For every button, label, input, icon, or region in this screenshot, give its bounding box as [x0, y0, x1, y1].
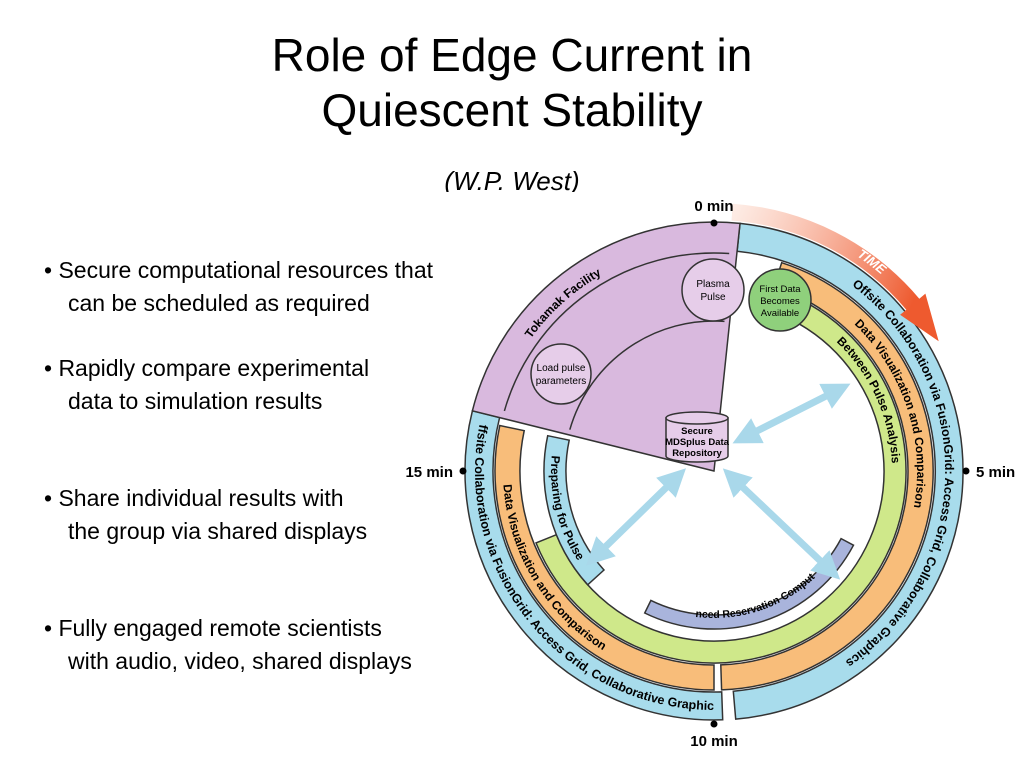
bullet-line: • Share individual results with [44, 485, 344, 511]
time-label-top: 0 min [694, 198, 733, 215]
ring-advanced [643, 537, 855, 630]
time-label-right: 5 min [976, 464, 1015, 481]
node-label: parameters [536, 376, 587, 387]
node-label: Load pulse [537, 363, 586, 374]
bullet-line: • Secure computational resources that [44, 257, 434, 283]
ring-preparing [543, 434, 606, 586]
repository-cylinder-body [665, 417, 729, 463]
node-label: Plasma [696, 279, 730, 290]
bullet-line: • Fully engaged remote scientists [44, 615, 382, 641]
sector-track-inner [569, 320, 725, 430]
node-repository: Secure MDSplus Data Repository [665, 411, 730, 463]
slide-author: (W.P. West) [444, 166, 580, 192]
node-plasma-pulse: Plasma Pulse [681, 258, 745, 322]
tokamak-sector [471, 221, 741, 472]
bullet-item: • Secure computational resources that ca… [44, 254, 433, 320]
node-label: Repository [672, 448, 722, 459]
ring-between-pulse [535, 303, 907, 664]
double-arrow [585, 468, 687, 566]
time-dot-bottom [710, 720, 718, 728]
bullet-line: data to simulation results [68, 388, 323, 414]
node-label: First Data [759, 284, 801, 295]
time-label-bottom: 10 min [690, 733, 738, 750]
sector-wedge [471, 221, 741, 472]
time-label-left: 15 min [405, 464, 453, 481]
bullet-line: • Rapidly compare experimental [44, 355, 370, 381]
node-label: Secure [681, 426, 713, 437]
load-pulse-circle [530, 343, 592, 405]
double-arrow [722, 468, 841, 580]
time-arrow [731, 203, 939, 342]
ring-dataviz-right [720, 261, 934, 691]
time-markers: 0 min 5 min 10 min 15 min [405, 198, 1015, 750]
time-dot-left [459, 467, 467, 475]
title-line-2: Quiescent Stability [321, 84, 703, 136]
time-dot-top [710, 219, 718, 227]
node-label: Pulse [700, 292, 725, 303]
ring-dataviz-left [494, 424, 715, 691]
ring-offsite-right [732, 222, 964, 720]
node-label: MDSplus Data [665, 437, 730, 448]
slide-title: Role of Edge Current in Quiescent Stabil… [0, 28, 1024, 138]
bullet-item: • Rapidly compare experimental data to s… [44, 352, 369, 418]
bullet-line: can be scheduled as required [68, 290, 370, 316]
title-line-1: Role of Edge Current in [271, 29, 753, 81]
plasma-pulse-circle [681, 258, 745, 322]
bullet-item: • Fully engaged remote scientists with a… [44, 612, 412, 678]
time-dot-right [962, 467, 970, 475]
first-data-circle [748, 268, 812, 332]
bullet-line: the group via shared displays [68, 518, 368, 544]
node-load-pulse: Load pulse parameters [530, 343, 592, 405]
bullet-item: • Share individual results with the grou… [44, 482, 367, 548]
bullet-line: with audio, video, shared displays [68, 648, 412, 674]
sector-track-outer [503, 252, 730, 412]
double-arrow [732, 383, 851, 444]
repository-cylinder-top [665, 411, 729, 425]
node-first-data: First Data Becomes Available [748, 268, 812, 332]
ring-bands [464, 222, 964, 721]
node-label: Available [761, 308, 799, 319]
exchange-arrows [585, 383, 851, 580]
node-label: Becomes [760, 296, 800, 307]
